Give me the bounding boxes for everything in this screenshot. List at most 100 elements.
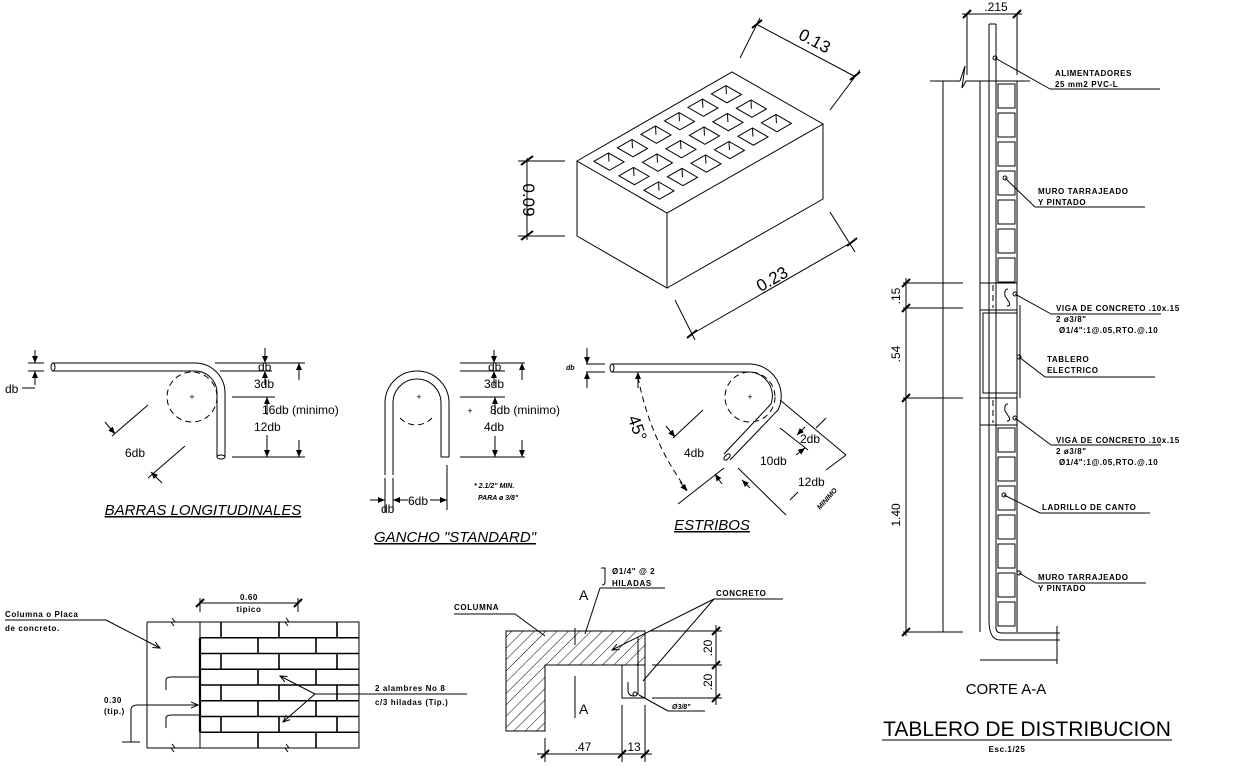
section-note-line3: Ø1/4":1@.05,RTO.@.10 [1059,326,1158,335]
section-brick [997,543,1016,569]
gancho-label-3db: 3db [484,377,504,391]
brick-hole [639,125,673,144]
wall-wire-note-2: c/3 hiladas (Tip.) [375,698,448,707]
dim-13: 13 [627,740,641,754]
section-bricks [997,83,1016,627]
gancho-note-1: * 2.1/2" MIN. [474,483,514,490]
caption-corte-aa: CORTE A-A [966,681,1047,698]
leader-line [1004,177,1036,208]
brick-hole [592,152,626,171]
label-rebar-1: Ø1/4" @ 2 [612,567,655,576]
brick-hole [735,99,768,118]
leader-dot [1002,175,1008,181]
wall-dim-side: 0.30 [104,696,122,705]
section-brick [997,141,1016,167]
leader-dot [1012,291,1018,297]
brick-hole [713,140,746,160]
brick-hole [710,84,743,104]
section-brick [997,170,1016,196]
label-rebar-2: HILADAS [612,579,652,588]
wall-label-column-1: Columna o Placa [5,610,78,619]
estribos-label-db: db [566,365,575,372]
section-note-line1: MURO TARRAJEADO [1038,573,1129,582]
section-brick [997,228,1016,254]
leader-dot [1016,570,1022,576]
section-brick [997,112,1016,138]
section-brick [997,572,1016,598]
svg-text:+: + [467,406,472,416]
label-16db: 16db (minimo) [262,403,339,417]
estribos-label-minimo: MINIMO [816,487,839,511]
brick-hole [663,111,696,131]
section-note-line1: MURO TARRAJEADO [1038,187,1129,196]
wall-label-column-2: de concreto. [5,624,60,633]
brick-hole [689,154,723,173]
section-brick [997,199,1016,225]
title-barras-longitudinales: BARRAS LONGITUDINALES [105,502,302,519]
section-note-line1: ALIMENTADORES [1055,69,1132,78]
brick-hole [686,98,719,117]
section-brick [997,514,1016,540]
sheet-title: TABLERO DE DISTRIBUCION [883,718,1171,741]
section-note-line2: Y PINTADO [1038,584,1086,593]
section-note-line1: VIGA DE CONCRETO .10x.15 [1056,436,1180,445]
leader-line [1018,356,1046,378]
section-aa-detail: .215 .15 .54 [889,0,1180,698]
dim-215: .215 [984,0,1008,14]
section-note-line2: ELECTRICO [1047,366,1099,375]
brick-hole [641,153,674,172]
label-db-top: db [258,360,272,374]
wall-dim-side-sub: (tip.) [104,707,125,716]
section-mark-a-top: A [579,587,589,603]
gancho-label-db-bottom: db [381,502,395,516]
gancho-standard-detail: + + db 3db 8db (minimo) 4db db 6db * 2.1… [370,350,560,546]
brick-hole [760,113,793,133]
leader-line [1018,572,1037,584]
section-brick [997,257,1016,283]
section-brick [997,601,1016,627]
gancho-label-6db: 6db [408,494,428,508]
section-brick [997,485,1016,511]
label-concreto: CONCRETO [716,589,766,598]
wall-wire-note-1: 2 alambres No 8 [375,684,445,693]
section-note-line1: VIGA DE CONCRETO .10x.15 [1056,304,1180,313]
svg-text:+: + [416,392,421,402]
section-note-line2: 2 ø3/8" [1056,447,1087,456]
section-mark-a-bottom: A [579,701,589,717]
dim-20-top: .20 [701,639,715,656]
section-note-line2: Y PINTADO [1038,198,1086,207]
brick-hole [666,167,699,187]
gancho-note-2: PARA ø 3/8" [478,495,519,502]
leader-line [1003,494,1041,514]
estribos-label-4db: 4db [684,446,704,460]
sheet-scale: Esc.1/25 [989,745,1026,754]
brick-dim-length: 0.23 [753,263,791,296]
estribos-label-2db: 2db [800,432,820,446]
svg-text:+: + [747,392,752,402]
brick-hole [711,112,744,132]
title-estribos: ESTRIBOS [674,517,750,534]
section-note-line3: Ø1/4":1@.05,RTO.@.10 [1059,458,1158,467]
gancho-label-db: db [488,360,502,374]
dim-140: 1.40 [889,503,903,527]
section-note-line2: 2 ø3/8" [1056,315,1087,324]
title-gancho-standard: GANCHO "STANDARD" [374,529,537,546]
estribos-detail: + db 45° 4db 2db 10db 12db MINIMO ESTRIB… [566,348,847,534]
label-12db: 12db [254,420,281,434]
brick-hole [616,138,649,158]
estribos-label-angle: 45° [624,413,651,444]
leader-line [994,57,1051,90]
label-bar: Ø3/8" [672,704,691,711]
estribos-label-10db: 10db [760,454,787,468]
section-brick [997,456,1016,482]
section-brick [997,83,1016,109]
brick-dim-height: 0.09 [519,183,538,216]
brick-holes [592,84,793,200]
label-db: db [5,382,19,396]
dim-20-bottom: .20 [701,673,715,690]
label-columna: COLUMNA [454,603,499,612]
leader-dot [992,55,998,61]
label-6db: 6db [125,446,145,460]
